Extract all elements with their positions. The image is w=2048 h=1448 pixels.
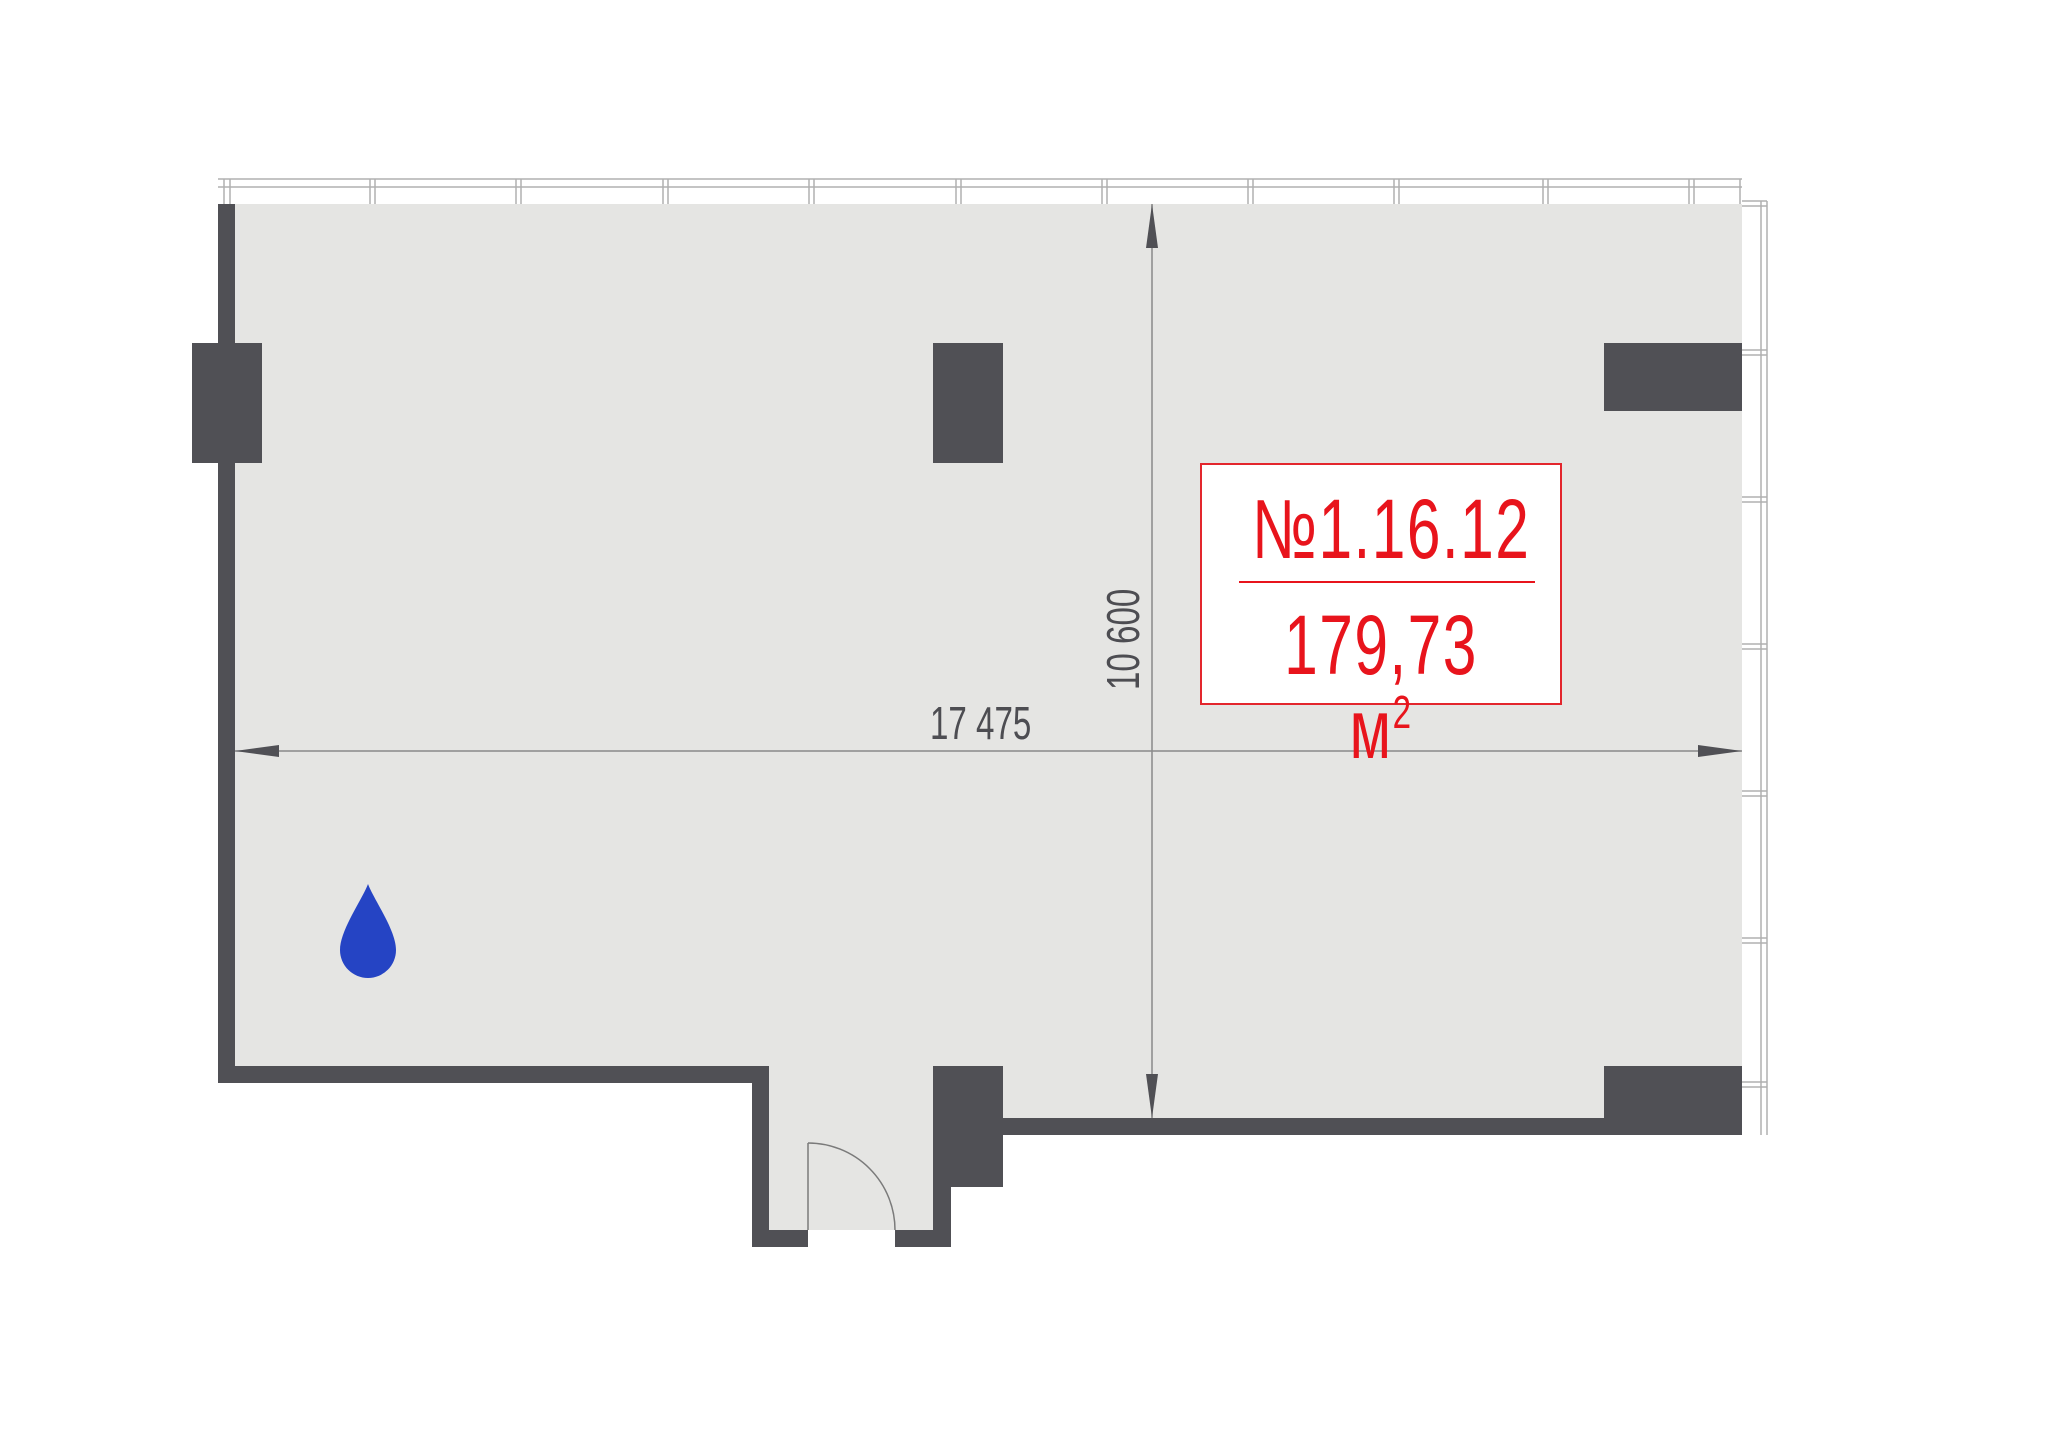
unit-area: 179,73 м2 (1252, 603, 1510, 771)
unit-number: №1.16.12 (1252, 482, 1531, 576)
column-right-top (1604, 343, 1742, 411)
dimension-lines (235, 204, 1742, 1118)
water-drop-icon (340, 884, 396, 978)
unit-label-box: №1.16.12 179,73 м2 (1200, 463, 1562, 771)
column-right-bottom (1604, 1066, 1742, 1118)
door-swing-icon (807, 1142, 896, 1231)
column-center (933, 343, 1003, 463)
dimension-depth-label: 10 600 (1097, 588, 1149, 690)
unit-area-value: 179,73 м (1284, 598, 1478, 776)
unit-label-divider (1239, 581, 1535, 583)
columns (192, 343, 1742, 1118)
column-left (192, 343, 262, 463)
walls (218, 204, 1742, 1247)
right-railing (1742, 200, 1768, 1135)
dimension-width-label: 17 475 (930, 697, 1032, 749)
top-railing (218, 178, 1742, 204)
floor-area (235, 204, 1742, 1230)
unit-area-superscript: 2 (1392, 686, 1413, 738)
